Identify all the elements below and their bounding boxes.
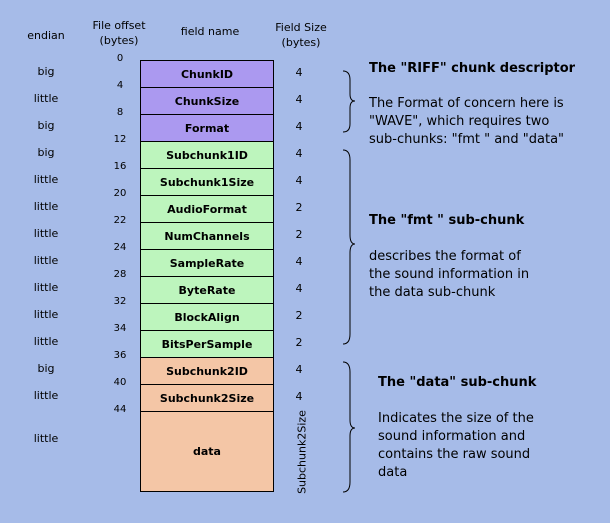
byte-offset-label: 22 <box>113 215 127 226</box>
field-box-chunksize: ChunkSize <box>140 87 274 115</box>
field-box-bitspersample: BitsPerSample <box>140 330 274 358</box>
data-desc-line: contains the raw sound <box>378 447 531 462</box>
byte-offset-label: 44 <box>113 404 127 415</box>
field-size-label: 2 <box>295 336 303 349</box>
offset-header-line2: (bytes) <box>99 34 139 47</box>
riff-desc-line: "WAVE", which requires two <box>369 114 550 129</box>
byte-offset-label: 36 <box>113 350 127 361</box>
endian-label: little <box>33 308 59 321</box>
riff-brace <box>342 70 356 133</box>
field-box-samplerate: SampleRate <box>140 249 274 277</box>
data-chunk-title: The "data" sub-chunk <box>378 375 537 390</box>
data-desc-line: Indicates the size of the <box>378 411 534 426</box>
field-size-label: 2 <box>295 228 303 241</box>
fmt-brace <box>342 149 356 345</box>
endian-label: little <box>33 92 59 105</box>
endian-label: little <box>33 432 59 445</box>
field-box-byterate: ByteRate <box>140 276 274 304</box>
endian-label: little <box>33 281 59 294</box>
field-size-label: 4 <box>295 363 303 376</box>
byte-offset-label: 40 <box>113 377 127 388</box>
data-desc-line: data <box>378 465 408 480</box>
field-size-label: 4 <box>295 147 303 160</box>
riff-desc-line: The Format of concern here is <box>369 96 564 111</box>
field-box-subchunk2id: Subchunk2ID <box>140 357 274 385</box>
endian-header: endian <box>27 29 65 42</box>
fmt-chunk-title: The "fmt " sub-chunk <box>369 213 525 228</box>
fmt-desc-line: the sound information in <box>369 267 530 282</box>
byte-offset-label: 34 <box>113 323 127 334</box>
field-size-label: 4 <box>295 255 303 268</box>
riff-chunk-title: The "RIFF" chunk descriptor <box>369 61 576 76</box>
field-name-header: field name <box>180 25 240 38</box>
endian-label: little <box>33 254 59 267</box>
riff-desc-line: sub-chunks: "fmt " and "data" <box>369 132 565 147</box>
endian-label: little <box>33 389 59 402</box>
data-brace <box>342 361 356 493</box>
endian-label: little <box>33 227 59 240</box>
field-size-label: 4 <box>295 390 303 403</box>
byte-offset-label: 8 <box>116 107 124 118</box>
endian-label: little <box>33 335 59 348</box>
field-size-label: 4 <box>295 93 303 106</box>
data-chunk-description: Indicates the size of the sound informat… <box>378 410 534 482</box>
endian-label: big <box>37 146 55 159</box>
field-size-label: 4 <box>295 174 303 187</box>
size-header-line2: (bytes) <box>281 36 321 49</box>
byte-offset-label: 0 <box>116 53 124 64</box>
endian-label: big <box>37 65 55 78</box>
field-box-data: data <box>140 411 274 492</box>
byte-offset-label: 4 <box>116 80 124 91</box>
endian-label: big <box>37 119 55 132</box>
field-size-label: 2 <box>295 201 303 214</box>
endian-label: little <box>33 173 59 186</box>
byte-offset-label: 20 <box>113 188 127 199</box>
byte-offset-label: 32 <box>113 296 127 307</box>
field-box-subchunk1size: Subchunk1Size <box>140 168 274 196</box>
data-desc-line: sound information and <box>378 429 526 444</box>
size-header-line1: Field Size <box>275 21 327 34</box>
byte-offset-label: 16 <box>113 161 127 172</box>
byte-offset-label: 12 <box>113 134 127 145</box>
field-box-chunkid: ChunkID <box>140 60 274 88</box>
fmt-chunk-description: describes the format of the sound inform… <box>369 248 529 302</box>
endian-label: little <box>33 200 59 213</box>
field-size-label: 4 <box>295 66 303 79</box>
size-header: Field Size (bytes) <box>266 20 336 50</box>
offset-header: File offset (bytes) <box>80 18 158 48</box>
field-box-numchannels: NumChannels <box>140 222 274 250</box>
riff-chunk-description: The Format of concern here is "WAVE", wh… <box>369 95 564 149</box>
fmt-desc-line: describes the format of <box>369 249 521 264</box>
offset-header-line1: File offset <box>92 19 146 32</box>
endian-label: big <box>37 362 55 375</box>
field-box-audioformat: AudioFormat <box>140 195 274 223</box>
field-size-label: 2 <box>295 309 303 322</box>
field-size-label: 4 <box>295 282 303 295</box>
byte-offset-label: 28 <box>113 269 127 280</box>
field-size-label: 4 <box>295 120 303 133</box>
byte-offset-label: 24 <box>113 242 127 253</box>
fmt-desc-line: the data sub-chunk <box>369 285 496 300</box>
